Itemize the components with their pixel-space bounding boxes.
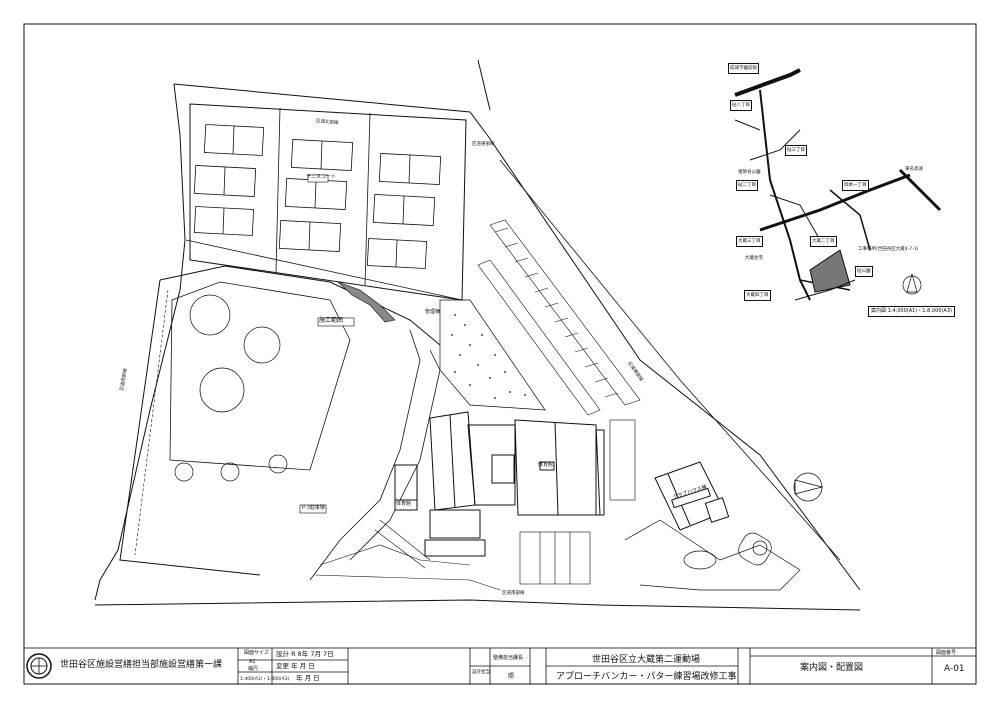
design-label: 設計担当 xyxy=(472,670,490,675)
range-field xyxy=(169,281,351,471)
place-6: 岡本一丁目 xyxy=(842,180,869,191)
tennis-court-label: テニスコート xyxy=(306,174,337,180)
construction-area-label: 施工範囲 xyxy=(319,317,344,324)
place-12: 砧公園 xyxy=(855,266,873,277)
place-10: 大蔵住宅 xyxy=(745,256,763,261)
site-boundary-north xyxy=(173,83,489,137)
place-5: 砧二丁目 xyxy=(736,180,758,191)
check-label: 照 xyxy=(508,673,515,680)
place-7: 大蔵三丁目 xyxy=(736,236,763,247)
location-map-caption: 案内図 1:4,000(A1)・1:8,000(A3) xyxy=(868,306,955,317)
revise-date-2: 年 月 日 xyxy=(296,674,320,682)
gym-label: 体育館 xyxy=(396,501,412,507)
drawing-title: 案内図・配置図 xyxy=(800,663,864,673)
work-name: アプローチバンカー・パター練習場改修工事 xyxy=(556,672,737,682)
site-boundary-south xyxy=(94,599,861,611)
sheet-border xyxy=(23,23,977,685)
road-ne-label: 区道東部線 xyxy=(472,142,495,147)
site-boundary-west xyxy=(94,83,186,601)
section-label: 整備担当課長 xyxy=(493,655,524,661)
place-8: 大蔵二丁目 xyxy=(810,236,837,247)
project-name: 世田谷区立大蔵第二運動場 xyxy=(592,655,701,665)
org-name: 世田谷区施設営繕担当部施設営繕第一課 xyxy=(60,660,223,670)
north-arrow-plan xyxy=(793,472,824,502)
sheet-label: 図面番号 xyxy=(936,650,957,656)
road-north-label: 区道北部線 xyxy=(315,119,339,126)
road-south-label: 区道南部線 xyxy=(502,591,525,596)
club-house xyxy=(654,461,730,531)
design-date: 設計 R 8年 7月 7日 xyxy=(276,650,334,658)
place-13: 東名高速 xyxy=(905,167,923,172)
main-hall-label: 体育館 xyxy=(538,462,554,468)
location-map xyxy=(734,68,942,301)
revise-date-1: 変更 年 月 日 xyxy=(276,662,315,670)
site-boundary-east xyxy=(487,135,861,591)
parking-label: P-3駐車場 xyxy=(302,505,325,511)
place-2: 砧八丁目 xyxy=(730,100,752,111)
scale-value: 1:400(A1)・1:800(A3) xyxy=(240,677,290,682)
scale-a1: A1 xyxy=(249,659,256,665)
place-1: 成城学園前駅 xyxy=(728,63,759,74)
construction-range-hatch xyxy=(337,281,396,323)
place-11: 工事場所(世田谷区大蔵4-7-1) xyxy=(858,247,919,252)
scale-note: 縮尺 xyxy=(248,666,259,672)
gym-building xyxy=(394,411,605,557)
place-9: 大蔵四丁目 xyxy=(744,290,771,301)
mgmt-label: 管理棟 xyxy=(425,309,441,315)
diagonal-parking xyxy=(477,219,641,416)
bunkers xyxy=(174,294,288,482)
scale-label: 図面サイズ xyxy=(244,650,269,656)
dotted-lawn xyxy=(439,299,546,411)
field-north-edge xyxy=(159,265,441,346)
sheet-number: A-01 xyxy=(944,664,965,674)
tennis-courts xyxy=(193,124,442,269)
putting-area xyxy=(624,519,801,591)
place-4: 祖師谷公園 xyxy=(738,170,761,175)
lawn-dots xyxy=(451,314,526,399)
title-block-frame xyxy=(23,647,977,685)
place-3: 砧三丁目 xyxy=(785,145,807,156)
